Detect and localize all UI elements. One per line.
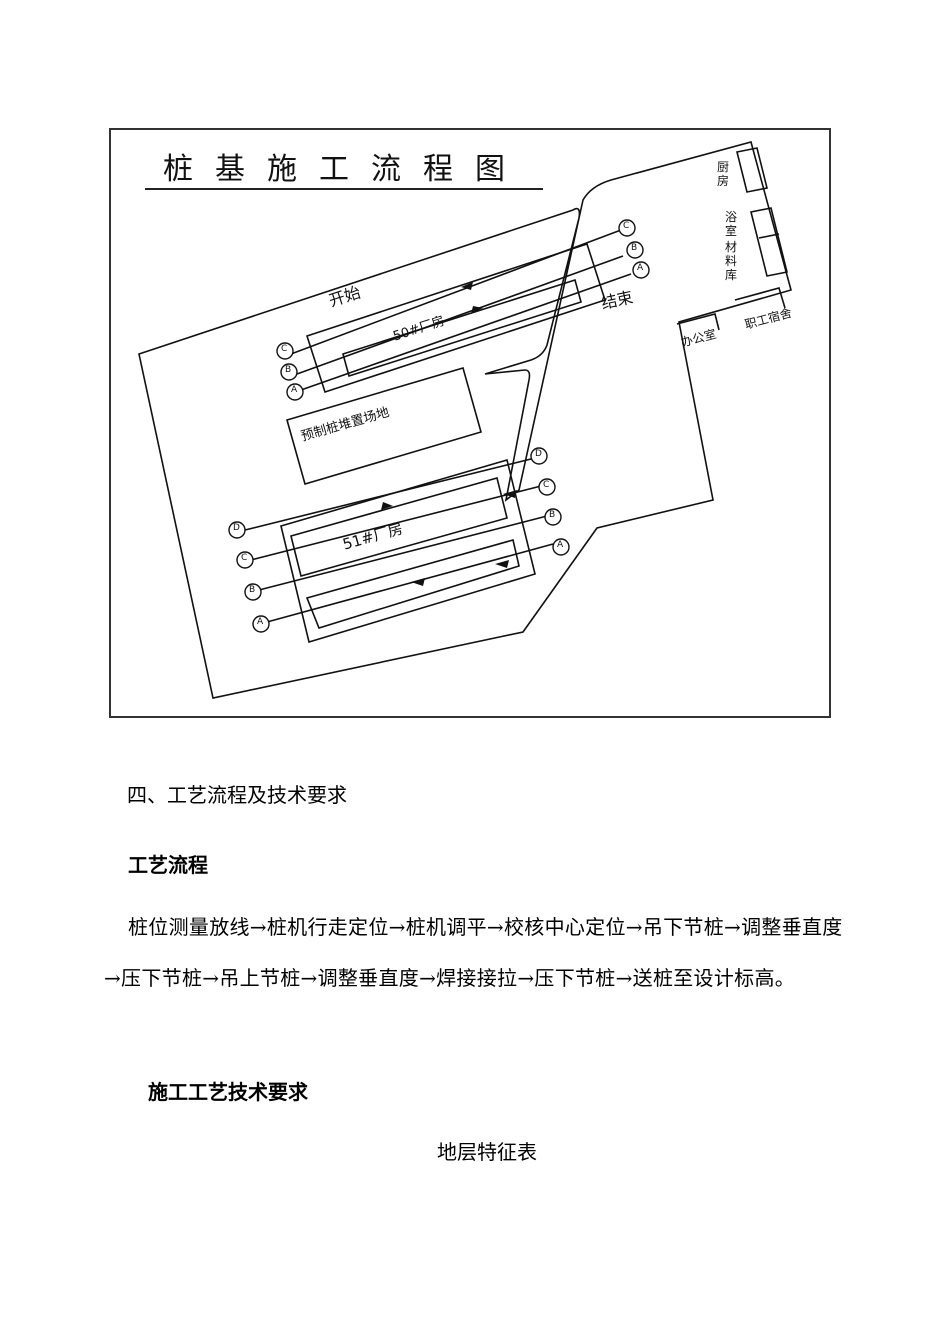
process-paragraph: 桩位测量放线→桩机行走定位→桩机调平→校核中心定位→吊下节桩→调整垂直度→压下节…	[104, 915, 843, 990]
diagram-title: 桩基施工流程图	[163, 152, 527, 187]
kitchen-label: 厨房	[717, 160, 730, 188]
site-plan-drawing	[138, 141, 792, 699]
bathroom-label: 浴室	[725, 210, 738, 238]
axis-label: D	[233, 523, 240, 533]
axis-label: B	[631, 243, 638, 253]
table-title: 地层特征表	[437, 1140, 537, 1164]
axis-label: B	[549, 510, 556, 520]
axis-label: A	[557, 540, 564, 550]
axis-label: C	[623, 221, 630, 231]
axis-label: A	[637, 263, 644, 273]
axis-label: C	[241, 553, 248, 563]
axis-label: A	[257, 617, 264, 627]
pile-construction-flow-diagram: 桩基施工流程图 开始 结束 50#厂房 51#厂房 预制桩堆置场地 厨房 浴室 …	[109, 128, 831, 718]
title-underline	[145, 188, 543, 190]
requirements-subheading: 施工工艺技术要求	[148, 1080, 308, 1104]
axis-label: B	[249, 585, 256, 595]
axis-label: D	[535, 449, 542, 459]
section-heading: 四、工艺流程及技术要求	[127, 783, 347, 807]
axis-label: C	[281, 344, 288, 354]
axis-label: C	[543, 480, 550, 490]
warehouse-label: 材料库	[725, 240, 738, 282]
axis-label: B	[285, 365, 292, 375]
axis-label: A	[291, 385, 298, 395]
process-subheading: 工艺流程	[128, 853, 208, 877]
